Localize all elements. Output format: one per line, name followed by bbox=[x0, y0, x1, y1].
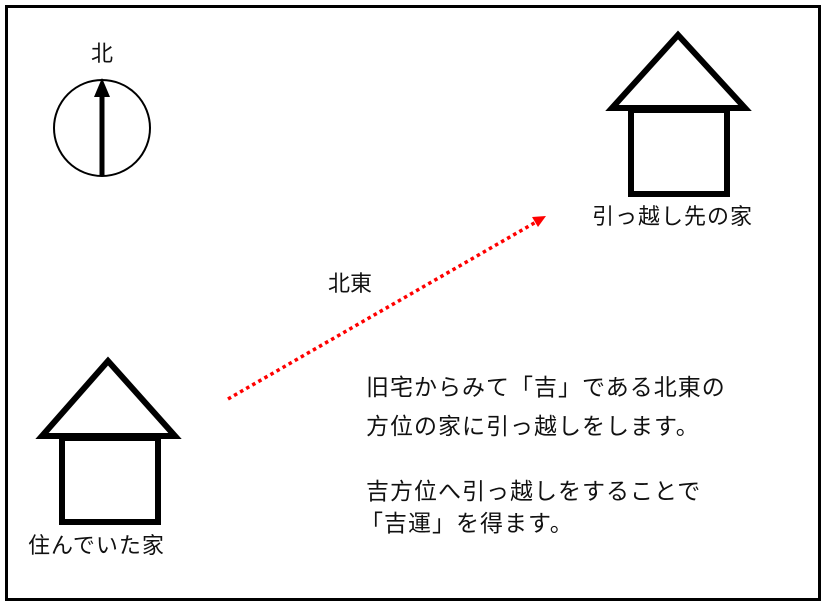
explanation-line: 「吉運」を得ます。 bbox=[360, 511, 574, 537]
north-arrow-icon bbox=[94, 78, 110, 97]
compass-north-label: 北 bbox=[91, 42, 114, 67]
northeast-arrow-icon bbox=[227, 216, 546, 401]
destination-house-label: 引っ越し先の家 bbox=[592, 205, 754, 230]
explanation-line: 方位の家に引っ越しをします。 bbox=[366, 414, 700, 440]
origin-house-label: 住んでいた家 bbox=[28, 534, 165, 559]
direction-label: 北東 bbox=[328, 272, 373, 297]
origin-house-icon bbox=[35, 356, 182, 525]
compass-icon bbox=[53, 78, 151, 177]
explanation-line: 旧宅からみて「吉」である北東の bbox=[366, 375, 726, 401]
diagram-frame bbox=[5, 5, 821, 601]
explanation-line: 吉方位へ引っ越しをすることで bbox=[366, 479, 702, 505]
destination-house-icon bbox=[605, 30, 752, 197]
